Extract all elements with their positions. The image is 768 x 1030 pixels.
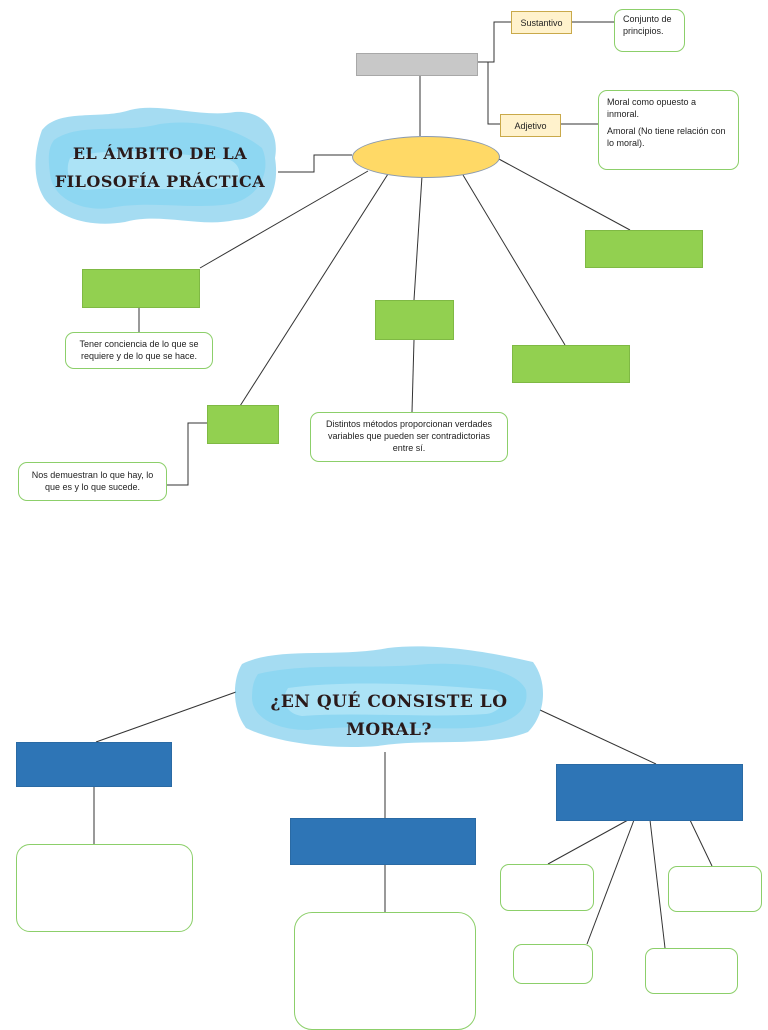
watercolor-splash-2	[234, 646, 544, 748]
tag-sustantivo: Sustantivo	[511, 11, 572, 34]
gray-concept-box	[356, 53, 478, 76]
central-ellipse	[352, 136, 500, 178]
main-title-line2: FILOSOFÍA PRÁCTICA	[54, 172, 266, 191]
blue-box-center	[290, 818, 476, 865]
note-adjetivo-line2: Amoral (No tiene relación con lo moral).	[607, 126, 726, 149]
main-title-line1: EL ÁMBITO DE LA	[72, 144, 248, 163]
note-conciencia: Tener conciencia de lo que se requiere y…	[65, 332, 213, 369]
green-box-center	[375, 300, 454, 340]
blue-box-right	[556, 764, 743, 821]
green-box-lower-left	[207, 405, 279, 444]
empty-note-right-1	[500, 864, 594, 911]
empty-note-right-2	[668, 866, 762, 912]
note-adjetivo-line1: Moral como opuesto a inmoral.	[607, 97, 697, 119]
green-box-left	[82, 269, 200, 308]
empty-note-left	[16, 844, 193, 932]
blue-box-left	[16, 742, 172, 787]
main-title: EL ÁMBITO DE LA FILOSOFÍA PRÁCTICA	[40, 140, 280, 196]
note-metodos: Distintos métodos proporcionan verdades …	[310, 412, 508, 462]
second-title: ¿EN QUÉ CONSISTE LO MORAL?	[270, 692, 508, 740]
green-box-lower-right	[512, 345, 630, 383]
watercolor-splash-1	[35, 107, 277, 224]
empty-note-right-4	[645, 948, 738, 994]
note-demuestran: Nos demuestran lo que hay, lo que es y l…	[18, 462, 167, 501]
empty-note-center	[294, 912, 476, 1030]
empty-note-right-3	[513, 944, 593, 984]
note-sustantivo: Conjunto de principios.	[614, 9, 685, 52]
tag-adjetivo: Adjetivo	[500, 114, 561, 137]
note-adjetivo: Moral como opuesto a inmoral. Amoral (No…	[598, 90, 739, 170]
green-box-right	[585, 230, 703, 268]
